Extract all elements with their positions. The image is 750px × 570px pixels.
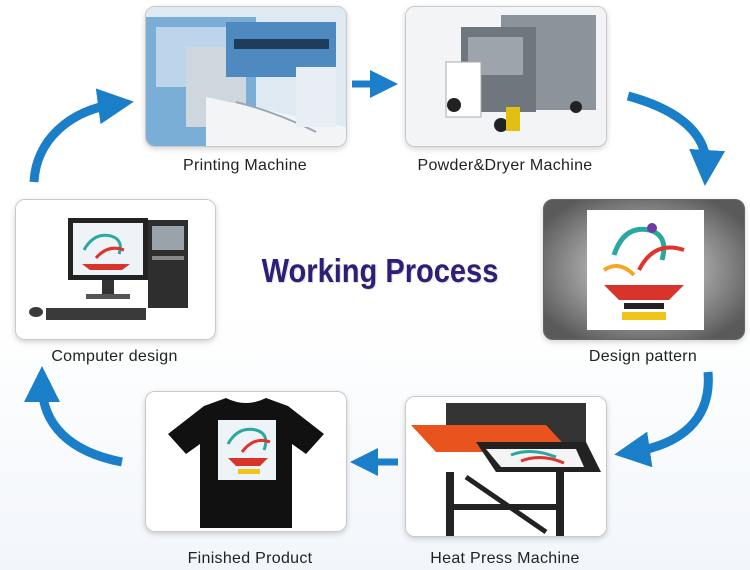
dryer-machine-icon (406, 7, 606, 146)
step-card-design (543, 199, 745, 340)
step-label-dryer: Powder&Dryer Machine (417, 157, 593, 174)
printer-icon (146, 7, 346, 146)
diagram-title: Working Process (261, 252, 499, 289)
step-card-heatpress (405, 396, 607, 537)
design-artwork-icon (544, 200, 744, 339)
step-card-computer (15, 199, 216, 340)
step-label-finished: Finished Product (187, 550, 313, 567)
step-label-design: Design pattern (588, 348, 698, 365)
heat-press-icon (406, 397, 606, 536)
arrow-finished-to-computer (24, 366, 123, 467)
step-label-heatpress: Heat Press Machine (430, 550, 580, 567)
arrow-computer-to-printing (29, 88, 134, 183)
computer-icon (16, 200, 215, 339)
step-card-dryer (405, 6, 607, 147)
tshirt-icon (146, 392, 346, 531)
step-label-printing: Printing Machine (183, 157, 307, 174)
step-card-finished (145, 391, 347, 532)
arrow-design-to-heatpress (614, 371, 713, 468)
step-card-printing (145, 6, 347, 147)
step-label-computer: Computer design (51, 348, 178, 365)
arrow-dryer-to-design (626, 91, 726, 186)
